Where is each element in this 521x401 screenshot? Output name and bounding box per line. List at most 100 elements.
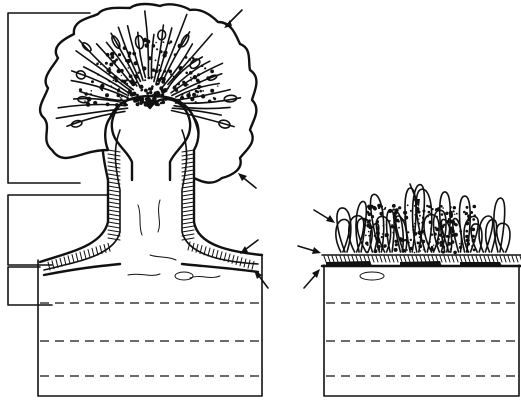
stipple-dot <box>393 225 396 228</box>
surface-cell-line <box>432 256 434 262</box>
surface-cell-line <box>344 256 346 262</box>
stipple-dot <box>467 250 469 252</box>
epithelium-cell-line <box>84 251 86 259</box>
stipple-dot <box>196 94 198 96</box>
stipple-dot <box>377 234 380 237</box>
surface-cell-line <box>420 256 422 262</box>
stipple-dot <box>90 93 92 95</box>
epithelium-cell-line <box>108 166 120 168</box>
stipple-dot <box>472 218 475 221</box>
stipple-dot <box>136 103 140 107</box>
stipple-dot <box>120 69 124 73</box>
stipple-dot <box>437 207 440 210</box>
stipple-dot <box>106 103 110 107</box>
stipple-dot <box>429 221 432 224</box>
stipple-dot <box>201 64 204 67</box>
right-surface-layer <box>322 255 521 280</box>
epithelium-cell-line <box>182 166 194 168</box>
stipple-dot <box>144 89 148 93</box>
stipple-dot <box>447 220 450 223</box>
arrow-base-upper <box>240 240 258 254</box>
stipple-dot <box>376 227 379 230</box>
stipple-dot <box>385 233 389 237</box>
epithelium-cell-line <box>108 198 120 200</box>
stipple-dot <box>365 235 367 237</box>
stipple-dot <box>189 71 193 75</box>
stipple-dot <box>185 72 188 75</box>
epithelium-cell-line <box>108 174 120 176</box>
left-panel <box>8 4 268 396</box>
stipple-dot <box>378 207 381 210</box>
stipple-dot <box>377 219 378 220</box>
stipple-dot <box>179 71 182 74</box>
surface-cell-line <box>440 256 442 262</box>
surface-cell-line <box>452 256 454 262</box>
stipple-dot <box>152 76 154 78</box>
stipple-dot <box>191 80 192 81</box>
epithelium-cell-line <box>96 247 98 255</box>
stipple-dot <box>418 218 419 219</box>
surface-cell-line <box>332 256 334 262</box>
surface-cell-line <box>424 256 426 262</box>
stipple-dot <box>178 45 182 49</box>
surface-cell-line <box>388 256 390 262</box>
stipple-dot <box>142 100 143 101</box>
stipple-dot <box>412 225 414 227</box>
stipple-dot <box>190 97 194 101</box>
arrow-base-lower <box>254 270 268 288</box>
surface-cell-line <box>444 256 446 262</box>
stipple-dot <box>97 73 99 75</box>
stipple-dot <box>152 44 156 48</box>
stipple-dot <box>197 86 200 89</box>
stipple-dot <box>454 214 455 215</box>
surface-cell-line <box>516 256 518 262</box>
epithelium-cell-line <box>182 186 194 188</box>
stipple-dot <box>467 218 471 222</box>
stipple-dot <box>405 229 407 231</box>
stipple-dot <box>183 82 187 86</box>
stipple-dot <box>202 90 204 92</box>
stipple-dot <box>445 212 448 215</box>
arrow-right-side <box>314 210 335 223</box>
stipple-dot <box>368 225 372 229</box>
stipple-dot <box>160 102 162 104</box>
arrow-right-surface <box>298 246 321 254</box>
stipple-dot <box>431 234 433 236</box>
stipple-dot <box>407 231 409 233</box>
stipple-dot <box>126 83 128 85</box>
surface-cell-line <box>392 256 394 262</box>
stipple-dot <box>423 234 424 235</box>
stipple-dot <box>120 97 121 98</box>
stipple-dot <box>170 73 172 75</box>
stipple-dot <box>192 57 195 60</box>
stipple-dot <box>210 89 214 93</box>
stipple-dot <box>467 242 471 246</box>
epithelium-cell-line <box>60 258 62 266</box>
stipple-dot <box>449 251 451 253</box>
stipple-dot <box>120 98 122 100</box>
right-base-block <box>324 265 519 396</box>
stipple-dot <box>100 86 104 90</box>
epithelium-cell-line <box>252 261 254 269</box>
stipple-dot <box>163 51 167 55</box>
stipple-dot <box>191 89 193 91</box>
stipple-dot <box>398 227 400 229</box>
stipple-dot <box>149 91 152 94</box>
stipple-dot <box>393 215 397 219</box>
stipple-dot <box>110 85 112 87</box>
stipple-dot <box>473 205 477 209</box>
stalk-interior-blob <box>175 272 193 280</box>
left-base-block <box>38 255 262 396</box>
stipple-dot <box>145 43 150 48</box>
stipple-dot <box>173 76 175 78</box>
surface-cell-line <box>412 256 414 262</box>
stipple-dot <box>117 89 120 92</box>
stipple-dot <box>387 238 389 240</box>
stipple-dot <box>436 241 440 245</box>
epithelium-cell-line <box>72 255 74 263</box>
stipple-dot <box>413 232 417 236</box>
stipple-dot <box>449 233 451 235</box>
stipple-dot <box>139 69 141 71</box>
basal-dark-band <box>44 264 258 275</box>
stipple-dot <box>436 216 438 218</box>
